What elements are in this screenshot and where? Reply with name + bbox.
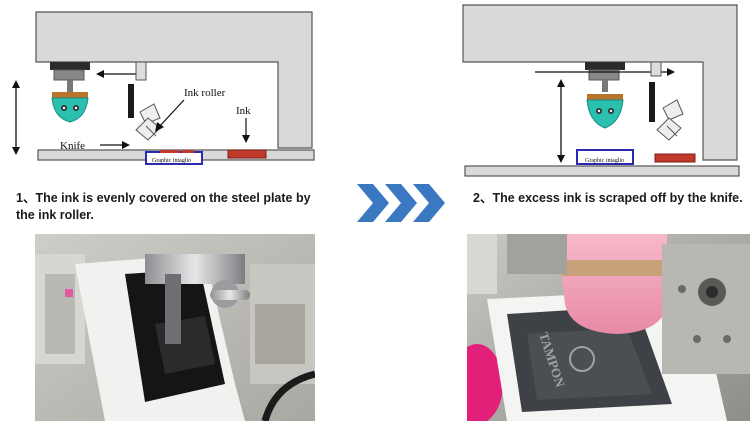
chevron-icon — [413, 184, 445, 222]
pad-holder — [50, 62, 90, 70]
photo-ink-roller — [35, 234, 315, 421]
machine-frame — [35, 11, 313, 149]
ink-well — [227, 149, 267, 159]
pad-base — [587, 94, 623, 100]
machine-frame — [462, 4, 738, 161]
ink-well — [654, 153, 696, 163]
label-plate: Graphic intaglio — [152, 158, 191, 164]
silicone-pad — [586, 99, 624, 129]
step1-caption: 1、The ink is evenly covered on the steel… — [16, 190, 336, 224]
step2-caption: 2、The excess ink is scraped off by the k… — [473, 191, 743, 205]
knife-blade — [128, 84, 134, 118]
steel-plate — [576, 149, 634, 165]
pad-holder — [585, 62, 625, 70]
step1-diagram: Ink roller Ink Knife Graphic intaglio — [12, 11, 315, 165]
chevron-icon — [385, 184, 417, 222]
label-ink-roller: Ink roller — [184, 87, 226, 99]
chevron-icon — [357, 184, 389, 222]
label-knife: Knife — [60, 140, 85, 152]
base-plate — [464, 165, 740, 177]
next-step-chevrons — [357, 184, 445, 222]
knife-blade — [649, 82, 655, 122]
pad-base — [52, 92, 88, 98]
step2-diagram: Graphic intaglio — [462, 4, 740, 177]
step1-caption-line1: 1、The ink is evenly covered on the steel… — [16, 191, 311, 205]
photo-knife-scrape: TAMPON — [467, 234, 750, 421]
label-ink: Ink — [236, 105, 251, 117]
silicone-pad — [51, 97, 89, 123]
label-plate: Graphic intaglio — [585, 158, 624, 164]
step1-caption-line2: the ink roller. — [16, 208, 94, 222]
